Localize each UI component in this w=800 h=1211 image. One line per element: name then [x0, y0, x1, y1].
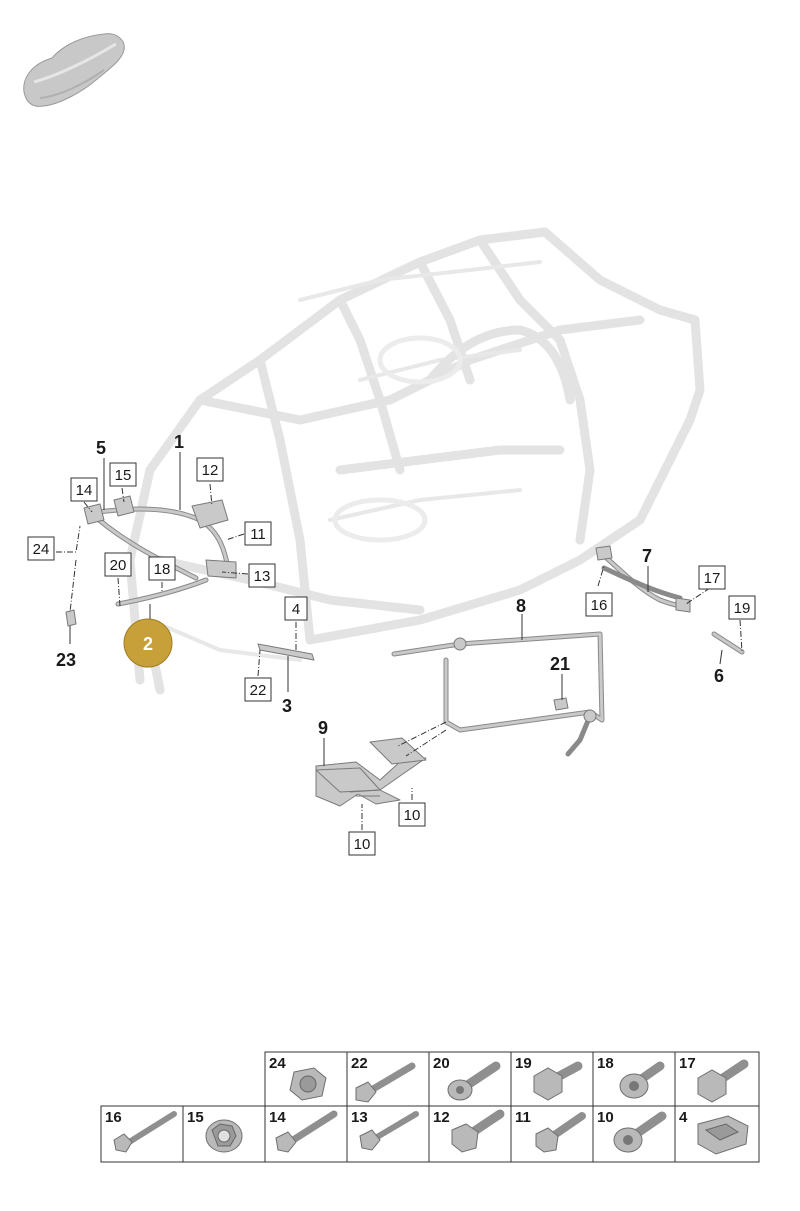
svg-text:4: 4	[292, 601, 300, 618]
svg-text:17: 17	[704, 570, 721, 587]
part-6-bar[interactable]	[711, 631, 745, 655]
box-callout-18[interactable]: 18	[148, 556, 176, 581]
box-callout-10-bottom[interactable]: 10	[348, 831, 376, 856]
svg-text:2: 2	[143, 634, 153, 654]
hardware-cell-24[interactable]: 24	[264, 1051, 348, 1107]
svg-text:10: 10	[597, 1109, 614, 1126]
callout-21[interactable]: 21	[550, 654, 570, 674]
box-callout-12[interactable]: 12	[196, 457, 224, 482]
hardware-cell-19[interactable]: 19	[510, 1051, 594, 1107]
callout-23[interactable]: 23	[56, 650, 76, 670]
svg-text:14: 14	[269, 1109, 286, 1126]
svg-text:19: 19	[734, 600, 751, 617]
svg-text:22: 22	[351, 1055, 368, 1072]
box-callout-20[interactable]: 20	[104, 552, 132, 577]
box-callout-16[interactable]: 16	[585, 592, 613, 617]
hardware-cell-4[interactable]: 4	[674, 1105, 760, 1163]
part-18-brace[interactable]	[115, 577, 209, 607]
box-callout-22[interactable]: 22	[244, 677, 272, 702]
svg-text:12: 12	[433, 1109, 450, 1126]
part-3-sill[interactable]	[257, 643, 315, 661]
hardware-cell-15[interactable]: 15	[182, 1105, 266, 1163]
svg-text:22: 22	[250, 682, 267, 699]
svg-text:11: 11	[250, 526, 266, 543]
svg-text:15: 15	[115, 467, 132, 484]
svg-text:20: 20	[110, 557, 127, 574]
part-9-xbrace[interactable]	[315, 737, 427, 807]
box-callout-14[interactable]: 14	[70, 477, 98, 502]
hardware-cell-18[interactable]: 18	[592, 1051, 676, 1107]
part-21-clip[interactable]	[553, 697, 569, 711]
svg-text:24: 24	[269, 1055, 286, 1072]
svg-text:18: 18	[597, 1055, 614, 1072]
highlight-callout-2[interactable]: 2	[123, 618, 173, 668]
hardware-cell-14[interactable]: 14	[264, 1105, 348, 1163]
box-callout-19[interactable]: 19	[728, 595, 756, 620]
svg-text:12: 12	[202, 462, 219, 479]
boxed-callouts: 24 14 15 12 11 20 18 13 4 22 16 17 19 10…	[27, 457, 756, 856]
svg-text:4: 4	[679, 1109, 688, 1126]
svg-text:13: 13	[351, 1109, 368, 1126]
svg-text:16: 16	[591, 597, 608, 614]
callout-3[interactable]: 3	[282, 696, 292, 716]
callout-9[interactable]: 9	[318, 718, 328, 738]
box-callout-13[interactable]: 13	[248, 563, 276, 588]
hardware-cell-11[interactable]: 11	[510, 1105, 594, 1163]
part-23-bracket[interactable]	[65, 609, 77, 627]
svg-text:13: 13	[254, 568, 271, 585]
svg-text:10: 10	[354, 836, 371, 853]
hardware-cell-17[interactable]: 17	[674, 1051, 760, 1107]
box-callout-15[interactable]: 15	[109, 462, 137, 487]
hardware-cell-16[interactable]: 16	[100, 1105, 184, 1163]
callout-1[interactable]: 1	[174, 432, 184, 452]
svg-text:11: 11	[515, 1109, 531, 1126]
svg-text:19: 19	[515, 1055, 532, 1072]
hardware-table: 24 22 20 19 18	[100, 1051, 760, 1163]
hardware-cell-12[interactable]: 12	[428, 1105, 512, 1163]
box-callout-4[interactable]: 4	[284, 596, 308, 621]
callout-7[interactable]: 7	[642, 546, 652, 566]
part-7-rear-brace[interactable]	[595, 545, 691, 613]
svg-text:10: 10	[404, 807, 421, 824]
callout-labels: 1 5 3 23 7 8 6 21 9	[56, 432, 724, 738]
vehicle-body-outline	[125, 227, 705, 695]
svg-text:18: 18	[154, 561, 171, 578]
callout-6[interactable]: 6	[714, 666, 724, 686]
box-callout-24[interactable]: 24	[27, 536, 55, 561]
callout-8[interactable]: 8	[516, 596, 526, 616]
callout-leaders	[69, 452, 723, 766]
box-callout-10-right[interactable]: 10	[398, 802, 426, 827]
svg-text:20: 20	[433, 1055, 450, 1072]
box-callout-17[interactable]: 17	[698, 565, 726, 590]
hardware-cell-20[interactable]: 20	[428, 1051, 512, 1107]
hardware-cell-10[interactable]: 10	[592, 1105, 676, 1163]
svg-text:17: 17	[679, 1055, 696, 1072]
part-8-frame[interactable]	[391, 631, 605, 757]
svg-text:15: 15	[187, 1109, 204, 1126]
dashed-leaders	[56, 483, 743, 830]
svg-text:24: 24	[33, 541, 50, 558]
car-silhouette-icon[interactable]	[23, 33, 125, 107]
box-callout-11[interactable]: 11	[244, 521, 272, 546]
hardware-cell-13[interactable]: 13	[346, 1105, 430, 1163]
hardware-cell-22[interactable]: 22	[346, 1051, 430, 1107]
svg-text:16: 16	[105, 1109, 122, 1126]
svg-text:14: 14	[76, 482, 93, 499]
callout-5[interactable]: 5	[96, 438, 106, 458]
part-1-strut-brace[interactable]	[95, 495, 237, 579]
